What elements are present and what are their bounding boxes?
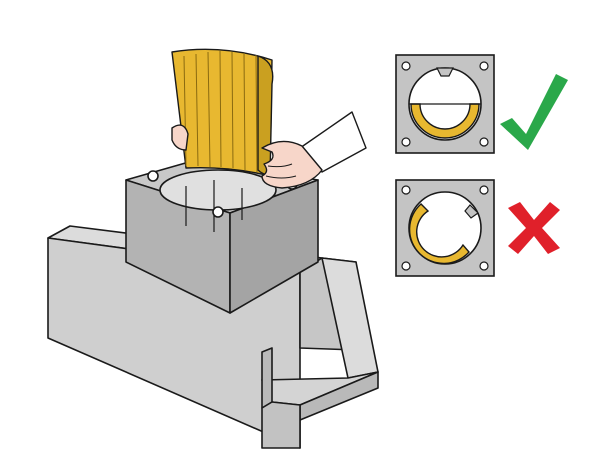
correct-panel-hole-br <box>479 137 489 147</box>
incorrect-panel-hole-bl <box>401 261 411 271</box>
hand <box>171 111 367 189</box>
block-hole-2 <box>212 206 224 218</box>
concrete-foundation <box>47 225 379 449</box>
correct-panel-hole-bl <box>401 137 411 147</box>
correct-example-panel <box>395 54 495 154</box>
incorrect-panel-hole-br <box>479 261 489 271</box>
insulation-curl <box>257 55 274 177</box>
incorrect-panel-hole-tl <box>401 185 411 195</box>
chimney-block <box>125 159 319 314</box>
block-hole-1 <box>147 170 159 182</box>
incorrect-example-panel <box>395 179 495 277</box>
foundation-side-face <box>261 347 273 409</box>
hand-skin <box>261 140 323 189</box>
correct-panel-notch-top <box>436 67 454 77</box>
flue-opening <box>159 169 277 211</box>
block-side <box>229 179 319 314</box>
checkmark-icon <box>500 74 568 150</box>
correct-panel-hole-tr <box>479 61 489 71</box>
insulation-lines <box>183 50 258 173</box>
incorrect-panel-notch <box>464 204 479 219</box>
correct-panel-hole-tl <box>401 61 411 71</box>
thumb <box>171 124 189 151</box>
insulation-sleeve <box>171 48 274 177</box>
finger-lines <box>265 163 297 179</box>
incorrect-panel-insulation <box>408 203 470 265</box>
flue-inner-wall <box>185 180 243 232</box>
foundation-bottom-step <box>261 401 301 449</box>
cross-icon <box>508 202 560 254</box>
incorrect-panel-hole-tr <box>479 185 489 195</box>
